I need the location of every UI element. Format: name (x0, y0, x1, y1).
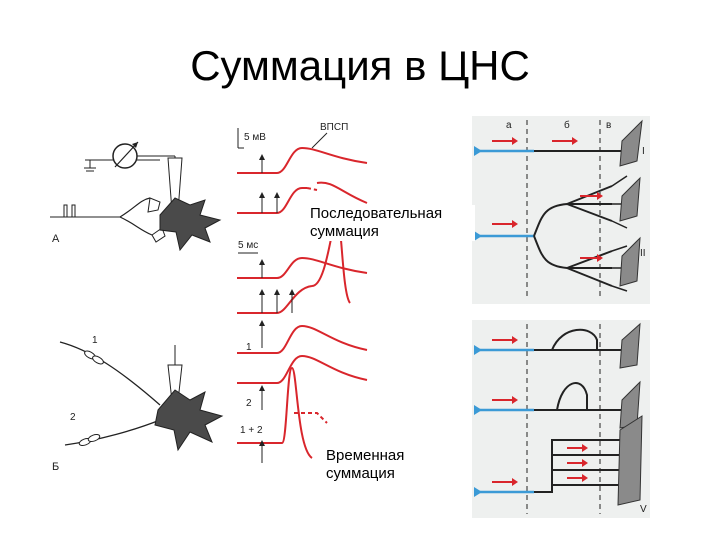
scale-ms-label: 5 мс (238, 240, 258, 251)
panel-label-b: Б (52, 461, 59, 473)
trace-a1 (237, 146, 368, 174)
panel-label-a: А (52, 233, 60, 245)
trace-label-sum: 1 + 2 (240, 425, 263, 436)
epsp-label: ВПСП (320, 122, 348, 133)
scale-bar-mv (237, 128, 244, 149)
epsp-traces: 5 мВ ВПСП 5 мс 1 2 1 + 2 (237, 122, 368, 463)
trace-b-sum (237, 366, 313, 459)
caption-temporal: Временная суммация (326, 447, 446, 483)
trace-a3 (237, 256, 368, 279)
neuron-figure: А 1 2 Б (50, 141, 224, 473)
row-label-1: I (642, 146, 645, 157)
input-label-2: 2 (70, 412, 76, 423)
row-label-2: II (640, 248, 646, 259)
caption-sequential: Последовательная суммация (310, 205, 475, 241)
neuron-b: 1 2 Б (52, 335, 224, 473)
row-label-5: V (640, 504, 647, 515)
neuron-body-a (159, 197, 222, 252)
trace-a2 (237, 187, 307, 214)
slide-title: Суммация в ЦНС (190, 42, 530, 89)
input-label-1: 1 (92, 335, 98, 346)
diagram-bg (472, 116, 650, 304)
neuron-body-b (154, 389, 224, 452)
col-label-b: б (564, 119, 570, 131)
trace-a4 (237, 285, 313, 314)
trace-b2 (237, 354, 368, 384)
sequential-diagram: а б в I II (472, 116, 650, 304)
scale-mv-label: 5 мВ (244, 132, 266, 143)
trace-label-1: 1 (246, 342, 252, 353)
trace-b1 (237, 324, 368, 354)
neuron-a: А (50, 141, 222, 252)
temporal-diagram: V (472, 320, 650, 518)
trace-label-2: 2 (246, 398, 252, 409)
col-label-a: а (506, 120, 512, 131)
col-label-c: в (606, 120, 611, 131)
